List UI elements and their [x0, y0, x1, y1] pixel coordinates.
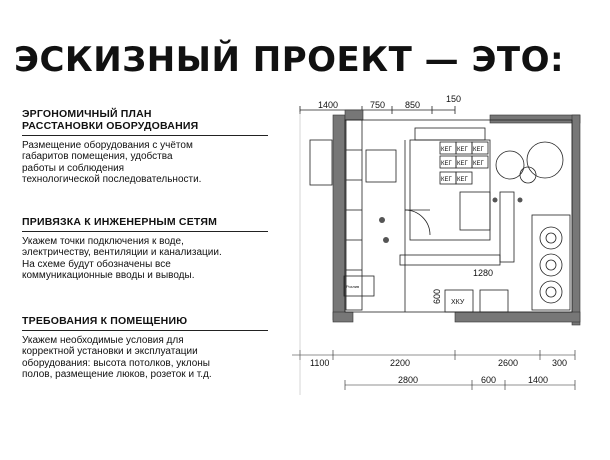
keg-label: КЕГ: [441, 177, 452, 183]
section-room-requirements: ТРЕБОВАНИЯ К ПОМЕЩЕНИЮ Укажем необходимы…: [22, 315, 272, 380]
section-divider: [22, 330, 268, 331]
dim-top-4: 150: [446, 94, 461, 104]
section-body: Укажем точки подключения к воде, электри…: [22, 236, 222, 281]
floor-plan-drawing: 1400 750 850 150 1280 600 КЕГ КЕГ КЕГ КЕ…: [292, 94, 581, 395]
section-heading: ЭРГОНОМИЧНЫЙ ПЛАН РАССТАНОВКИ ОБОРУДОВАН…: [22, 108, 199, 132]
section-engineering-networks: ПРИВЯЗКА К ИНЖЕНЕРНЫМ СЕТЯМ Укажем точки…: [22, 216, 272, 281]
keg-label: КЕГ: [441, 147, 452, 153]
section-ergonomic-plan: ЭРГОНОМИЧНЫЙ ПЛАН РАССТАНОВКИ ОБОРУДОВАН…: [22, 108, 272, 185]
dim-bottom-4: 300: [552, 358, 567, 368]
page-title: ЭСКИЗНЫЙ ПРОЕКТ — ЭТО:: [14, 40, 565, 80]
dim-side: 600: [432, 289, 442, 304]
small-cabinet-label: Розлив: [346, 284, 359, 289]
section-body: Укажем необходимые условия для корректно…: [22, 335, 212, 380]
dim-mid: 1280: [473, 268, 493, 278]
dim-top-3: 850: [405, 100, 420, 110]
xku-label: ХКУ: [451, 299, 465, 306]
dim-bottom-3: 2600: [498, 358, 518, 368]
keg-label: КЕГ: [457, 177, 468, 183]
dim-top-1: 1400: [318, 100, 338, 110]
dim-bottom-2: 2200: [390, 358, 410, 368]
keg-label: КЕГ: [473, 161, 484, 167]
dim-bottom-6: 600: [481, 375, 496, 385]
keg-label: КЕГ: [457, 147, 468, 153]
keg-label: КЕГ: [457, 161, 468, 167]
section-divider: [22, 231, 268, 232]
dim-top-2: 750: [370, 100, 385, 110]
section-heading: ПРИВЯЗКА К ИНЖЕНЕРНЫМ СЕТЯМ: [22, 216, 218, 228]
dim-bottom-1: 1100: [310, 358, 329, 368]
section-heading: ТРЕБОВАНИЯ К ПОМЕЩЕНИЮ: [22, 315, 188, 327]
dim-bottom-7: 1400: [528, 375, 548, 385]
section-divider: [22, 135, 268, 136]
dim-bottom-5: 2800: [398, 375, 418, 385]
section-body: Размещение оборудования с учётом габарит…: [22, 140, 202, 185]
keg-label: КЕГ: [473, 147, 484, 153]
keg-label: КЕГ: [441, 161, 452, 167]
